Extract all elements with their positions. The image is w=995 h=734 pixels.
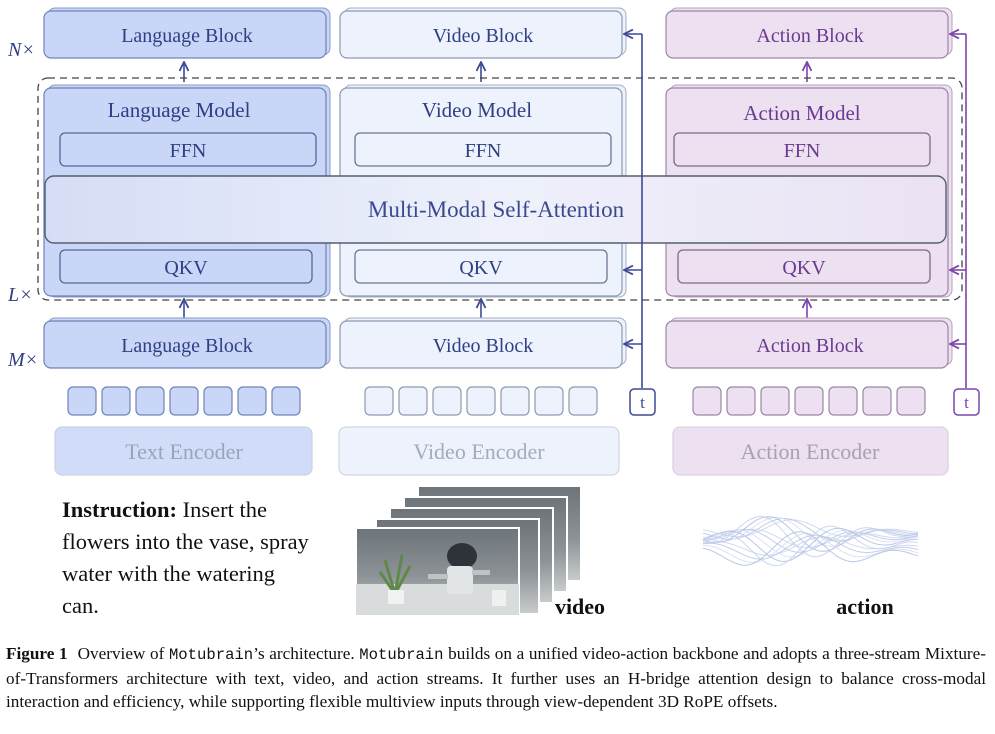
video-token	[398, 386, 428, 416]
video-token	[466, 386, 496, 416]
language-ffn-box	[59, 132, 317, 167]
timestep-video-label: t	[640, 393, 645, 412]
language-token	[67, 386, 97, 416]
video-token	[534, 386, 564, 416]
bottom-language-block-label: Language Block	[121, 335, 253, 357]
video-token	[568, 386, 598, 416]
action-wave-line	[702, 529, 919, 558]
language-token	[135, 386, 165, 416]
timestep-action-label: t	[964, 393, 969, 412]
top-action-block: Action Block	[665, 7, 953, 59]
video-ffn-box	[354, 132, 612, 167]
action-wave-line	[702, 531, 919, 566]
video-encoder-box	[338, 426, 620, 476]
text-encoder-box	[54, 426, 313, 476]
action-token	[726, 386, 756, 416]
bottom-video-block-label: Video Block	[433, 335, 533, 357]
figure-caption: Figure 1 Overview of Motubrain’s architec…	[6, 642, 986, 713]
bottom-video-block: Video Block	[339, 317, 627, 369]
language-token	[101, 386, 131, 416]
action-token	[862, 386, 892, 416]
caption-model-name-2: Motubrain	[359, 646, 444, 664]
video-token	[500, 386, 530, 416]
action-wave-line	[702, 536, 919, 556]
token-squares	[67, 386, 926, 416]
language-qkv-label: QKV	[164, 257, 208, 279]
action-token	[794, 386, 824, 416]
timestep-action-box	[953, 388, 980, 416]
action-token	[828, 386, 858, 416]
language-ffn-label: FFN	[170, 140, 207, 162]
timestep-action-routing	[950, 34, 967, 388]
video-token	[364, 386, 394, 416]
action-ffn-label: FFN	[784, 140, 821, 162]
action-wave-line	[702, 528, 919, 549]
bottom-action-block: Action Block	[665, 317, 953, 369]
text-encoder-label: Text Encoder	[125, 439, 243, 464]
action-wave-line	[702, 534, 919, 560]
instruction-text: Instruction: Insert the flowers into the…	[62, 494, 312, 622]
language-model-title: Language Model	[108, 98, 251, 122]
action-media-label: action	[836, 594, 893, 619]
video-encoder-label: Video Encoder	[413, 439, 545, 464]
instruction-body: Insert the flowers into the vase, spray …	[62, 497, 309, 618]
instruction-heading: Instruction:	[62, 497, 178, 522]
action-token	[760, 386, 790, 416]
language-token	[169, 386, 199, 416]
timestep-video-routing	[624, 34, 643, 388]
action-wave-line	[702, 527, 919, 562]
caption-model-name-1: Motubrain	[168, 646, 254, 664]
language-token	[237, 386, 267, 416]
action-qkv-box	[677, 249, 931, 284]
caption-part-3: builds on a unified video-action backbon…	[6, 644, 986, 711]
video-media-label: video	[555, 594, 605, 619]
language-qkv-box	[59, 249, 313, 284]
repeat-label-n: N×	[7, 39, 35, 61]
video-token	[432, 386, 462, 416]
action-token	[896, 386, 926, 416]
bottom-action-block-label: Action Block	[756, 335, 863, 357]
multi-modal-self-attention-bar	[44, 175, 947, 244]
action-encoder-box	[672, 426, 949, 476]
video-model-title: Video Model	[422, 98, 532, 122]
top-video-block-label: Video Block	[433, 25, 533, 47]
attention-label: Multi-Modal Self-Attention	[368, 197, 625, 222]
architecture-diagram: Language Block Video Block Action Block …	[7, 7, 980, 619]
top-video-block: Video Block	[339, 7, 627, 59]
action-wave-line	[702, 515, 919, 558]
action-qkv-label: QKV	[782, 257, 826, 279]
top-action-block-label: Action Block	[756, 25, 863, 47]
video-qkv-label: QKV	[459, 257, 503, 279]
top-language-block-label: Language Block	[121, 25, 253, 47]
repeat-label-m: M×	[7, 349, 38, 371]
top-language-block: Language Block	[43, 7, 331, 59]
action-encoder-label: Action Encoder	[741, 439, 880, 464]
action-token	[692, 386, 722, 416]
video-qkv-box	[354, 249, 608, 284]
language-token	[203, 386, 233, 416]
bottom-language-block: Language Block	[43, 317, 331, 369]
language-token	[271, 386, 301, 416]
caption-part-1: Overview of	[77, 644, 169, 663]
action-model-title: Action Model	[743, 101, 860, 125]
figure-number: Figure 1	[6, 644, 68, 663]
caption-part-2: ’s architecture.	[253, 644, 360, 663]
action-ffn-box	[673, 132, 931, 167]
action-waveform-image	[702, 515, 919, 567]
repeat-label-l: L×	[7, 284, 33, 306]
transformer-layer-region	[37, 77, 963, 301]
video-ffn-label: FFN	[465, 140, 502, 162]
timestep-video-box	[629, 388, 656, 416]
video-frames-image	[355, 485, 582, 616]
